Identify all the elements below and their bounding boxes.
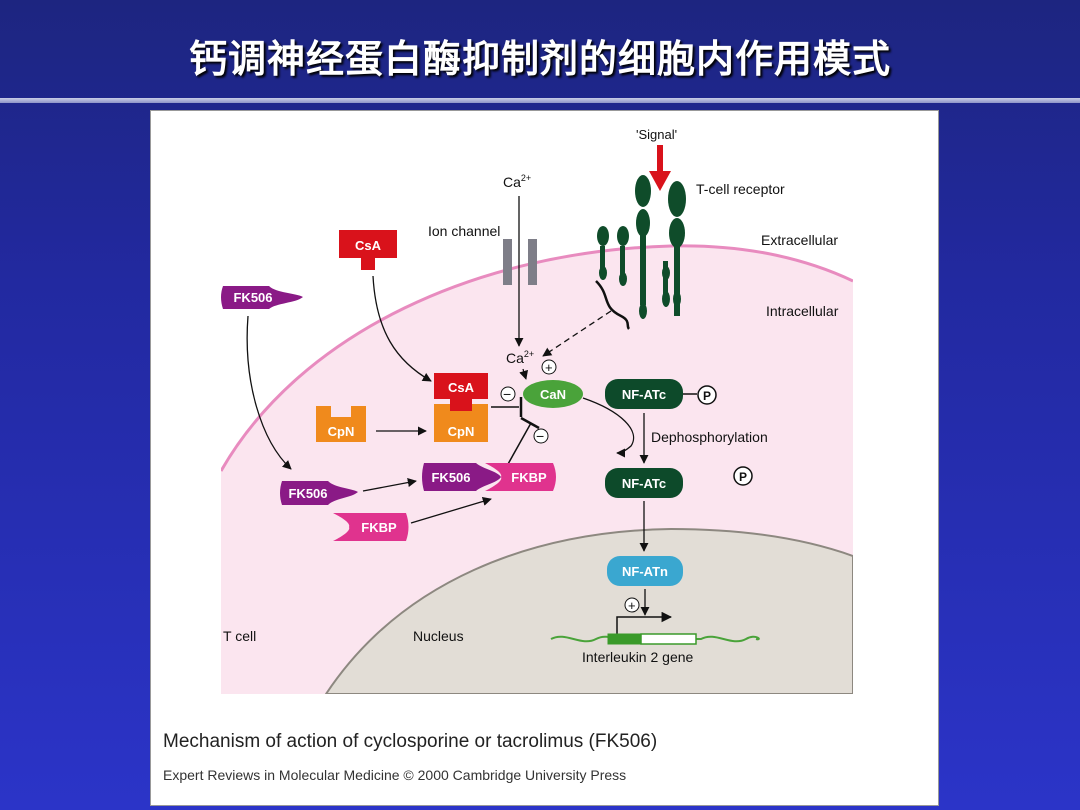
phosphate-free-text: P [739,470,747,484]
minus-sign-fk [533,428,549,444]
fkbp-to-complex-arrow [410,496,492,524]
minus-sign-fk-text: − [536,428,544,444]
ion-channel-left [503,239,512,285]
ion-channel-right [528,239,537,285]
phosphate-free [733,466,753,486]
svg-text:NF-ATc: NF-ATc [622,476,666,491]
cpn-free: CpN [316,406,366,442]
svg-text:CpN: CpN [448,424,475,439]
phosphate-attached [697,385,717,405]
ca-top-label: Ca2+ [503,173,531,190]
figure-credit: Expert Reviews in Molecular Medicine © 2… [163,767,627,783]
csa-cpn-complex: CsA CpN [434,373,488,442]
fkbp-free: FKBP [333,513,409,541]
fk506-to-complex-arrow [362,478,417,492]
can: CaN [523,380,583,408]
plus-sign-can-text: + [545,360,553,375]
receptor-to-can-dashed-arrow [542,310,612,357]
signal-arrow-shaft [657,145,663,173]
svg-text:CsA: CsA [448,380,475,395]
svg-text:CaN: CaN [540,387,566,402]
fk-inhibition-bar [520,416,540,430]
gene-label: Interleukin 2 gene [582,649,694,665]
figure-panel: 'Signal' T-cell receptor Extracellular [150,110,939,806]
transcription-start-arrow [616,611,673,638]
il2-gene-box [640,633,697,645]
svg-text:CsA: CsA [355,238,382,253]
nucleus-label: Nucleus [413,628,464,644]
signal-arrow-head [649,171,671,191]
svg-text:NF-ATn: NF-ATn [622,564,668,579]
csa-free: CsA [339,230,397,270]
svg-text:FKBP: FKBP [361,520,397,535]
minus-sign-csa-text: − [503,386,511,402]
phosphate-attached-text: P [703,389,711,403]
nfatc: NF-ATc [605,468,683,498]
svg-text:CpN: CpN [328,424,355,439]
slide-title: 钙调神经蛋白酶抑制剂的细胞内作用模式 [188,37,891,81]
title-divider [0,98,1080,103]
intracellular-label: Intracellular [766,303,839,319]
t-cell-label: T cell [223,628,256,644]
il2-gene-box-filled [607,633,642,645]
figure-caption: Mechanism of action of cyclosporine or t… [163,731,658,752]
mechanism-diagram: 'Signal' T-cell receptor Extracellular [221,127,853,694]
receptor-tail [595,280,631,330]
dephosphorylation-label: Dephosphorylation [651,429,768,445]
plus-sign-gene-text: + [628,598,636,613]
plus-sign-can [541,359,557,375]
nfatc-phosphorylated: NF-ATc [605,379,683,409]
ion-channel-label: Ion channel [428,223,500,239]
fk506-fkbp-complex: FK506 FKBP [422,463,556,491]
svg-text:FKBP: FKBP [511,470,547,485]
csa-to-cpn-arrow [372,275,432,382]
fk506-free-top: FK506 [221,286,303,309]
extracellular-label: Extracellular [761,232,838,248]
minus-sign-csa [500,386,516,402]
plus-sign-gene [624,597,640,613]
svg-text:FK506: FK506 [431,470,470,485]
ca-to-can-arrow [519,368,529,380]
signal-label: 'Signal' [636,127,677,142]
ca-mid-label: Ca2+ [506,349,534,366]
nfatn: NF-ATn [607,556,683,586]
fk506-free-lower: FK506 [280,481,358,505]
svg-text:NF-ATc: NF-ATc [622,387,666,402]
t-cell-receptor-label: T-cell receptor [696,181,785,197]
t-cell-receptor [597,175,686,319]
fk506-down-arrow [246,315,292,470]
svg-text:FK506: FK506 [233,290,272,305]
nucleus [324,527,853,694]
cell-membrane [221,244,853,472]
can-to-nfat-arrow [582,397,635,458]
svg-text:FK506: FK506 [288,486,327,501]
